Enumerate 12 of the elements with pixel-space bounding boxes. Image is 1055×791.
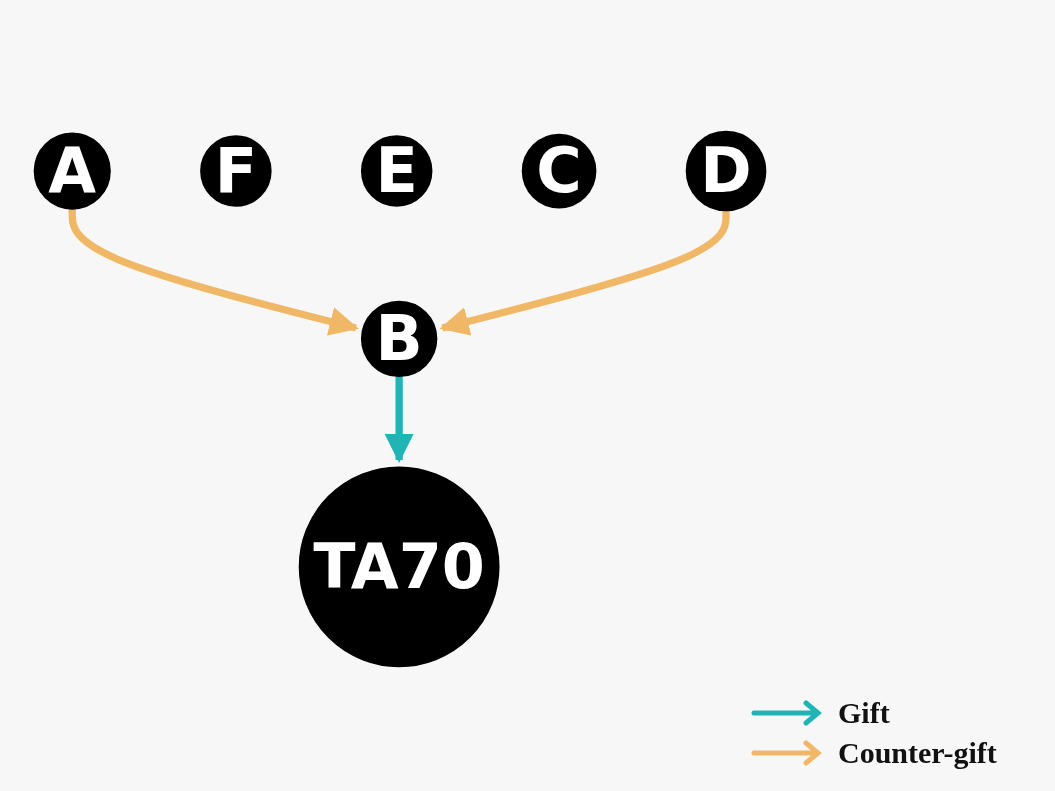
arrow [439, 210, 730, 336]
node-circle: F [200, 134, 272, 207]
node-circle: TA70 [298, 465, 500, 667]
node-circle: D [685, 130, 767, 211]
legend-label: Counter-gift [838, 736, 997, 770]
node-circle: C [521, 133, 597, 208]
node-circle: A [33, 132, 111, 210]
node-circle: B [360, 300, 438, 377]
arrow [68, 208, 359, 336]
legend-label: Gift [838, 696, 890, 730]
arrow [384, 375, 414, 463]
node-circle: E [360, 134, 433, 207]
